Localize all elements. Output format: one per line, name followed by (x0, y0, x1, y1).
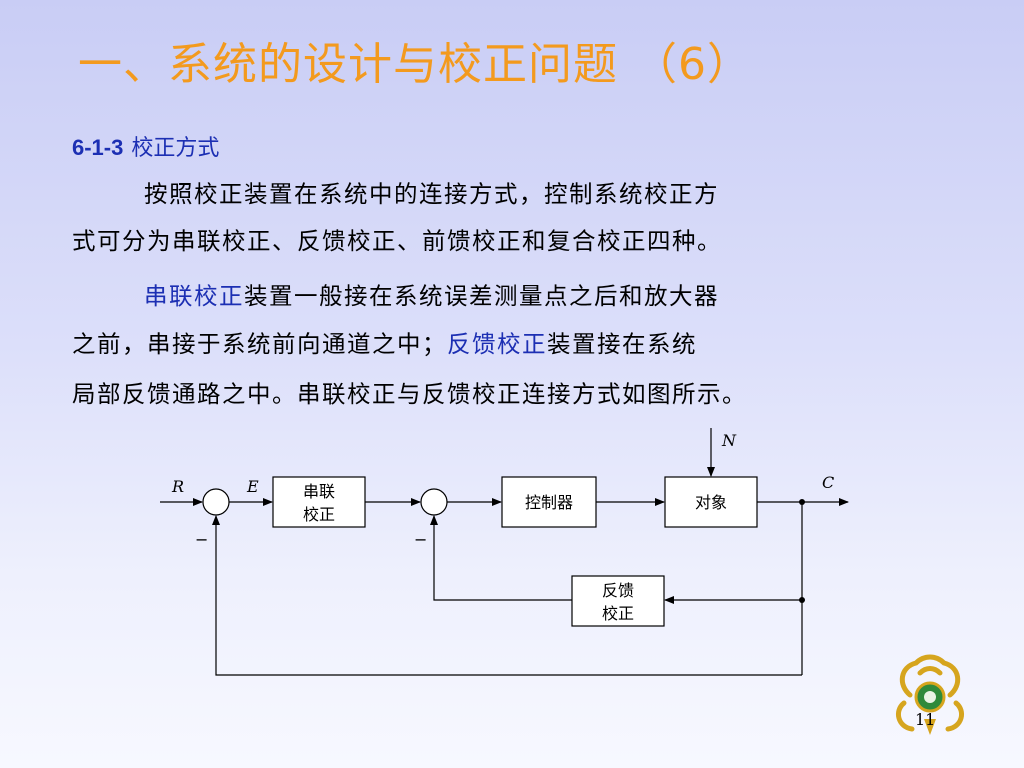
label-e: E (246, 477, 259, 496)
section-number: 6-1-3 (72, 135, 124, 160)
feedback-branch-point (799, 597, 805, 603)
series-block-label-2: 校正 (303, 505, 335, 524)
paragraph-2-line-3: 局部反馈通路之中。串联校正与反馈校正连接方式如图所示。 (72, 380, 747, 408)
minus-sign-2: − (414, 530, 427, 549)
label-c: C (822, 473, 834, 492)
series-correction-block (272, 476, 366, 528)
slide-title: 一、系统的设计与校正问题 （6） (78, 39, 752, 90)
minus-sign-1: − (195, 530, 208, 549)
paragraph-2-line-1: 串联校正装置一般接在系统误差测量点之后和放大器 (144, 272, 719, 321)
plant-block (664, 476, 758, 528)
summing-junction-2 (420, 488, 448, 516)
feedback-correction-block (571, 575, 665, 627)
paragraph-2-line-2-post: 装置接在系统 (547, 330, 697, 358)
series-correction-highlight: 串联校正 (144, 282, 244, 310)
plant-block-label: 对象 (695, 493, 727, 512)
paragraph-1-line-2: 式可分为串联校正、反馈校正、前馈校正和复合校正四种。 (72, 227, 722, 255)
feedback-block-label-2: 校正 (602, 604, 634, 623)
paragraph-1-line-1: 按照校正装置在系统中的连接方式，控制系统校正方 (144, 180, 719, 208)
label-n: N (721, 431, 737, 450)
feedback-block-label-1: 反馈 (602, 581, 634, 600)
paragraph-2-line-2-pre: 之前，串接于系统前向通道之中； (72, 330, 447, 358)
output-branch-point (799, 499, 805, 505)
section-title: 校正方式 (131, 136, 220, 161)
feedback-correction-highlight: 反馈校正 (447, 330, 547, 358)
paragraph-2-line-2: 之前，串接于系统前向通道之中；反馈校正装置接在系统 (72, 320, 697, 369)
inner-feedback-return (430, 515, 572, 601)
paragraph-2-line-1-text: 装置一般接在系统误差测量点之后和放大器 (244, 282, 719, 310)
page-number: 11 (915, 710, 936, 729)
university-logo-icon (895, 654, 965, 735)
label-r: R (171, 477, 184, 496)
section-heading: 6-1-3 校正方式 (72, 130, 219, 162)
series-block-label-1: 串联 (303, 482, 335, 501)
controller-block-label: 控制器 (525, 493, 573, 512)
summing-junction-1 (202, 488, 230, 516)
outer-feedback-return (212, 515, 802, 676)
